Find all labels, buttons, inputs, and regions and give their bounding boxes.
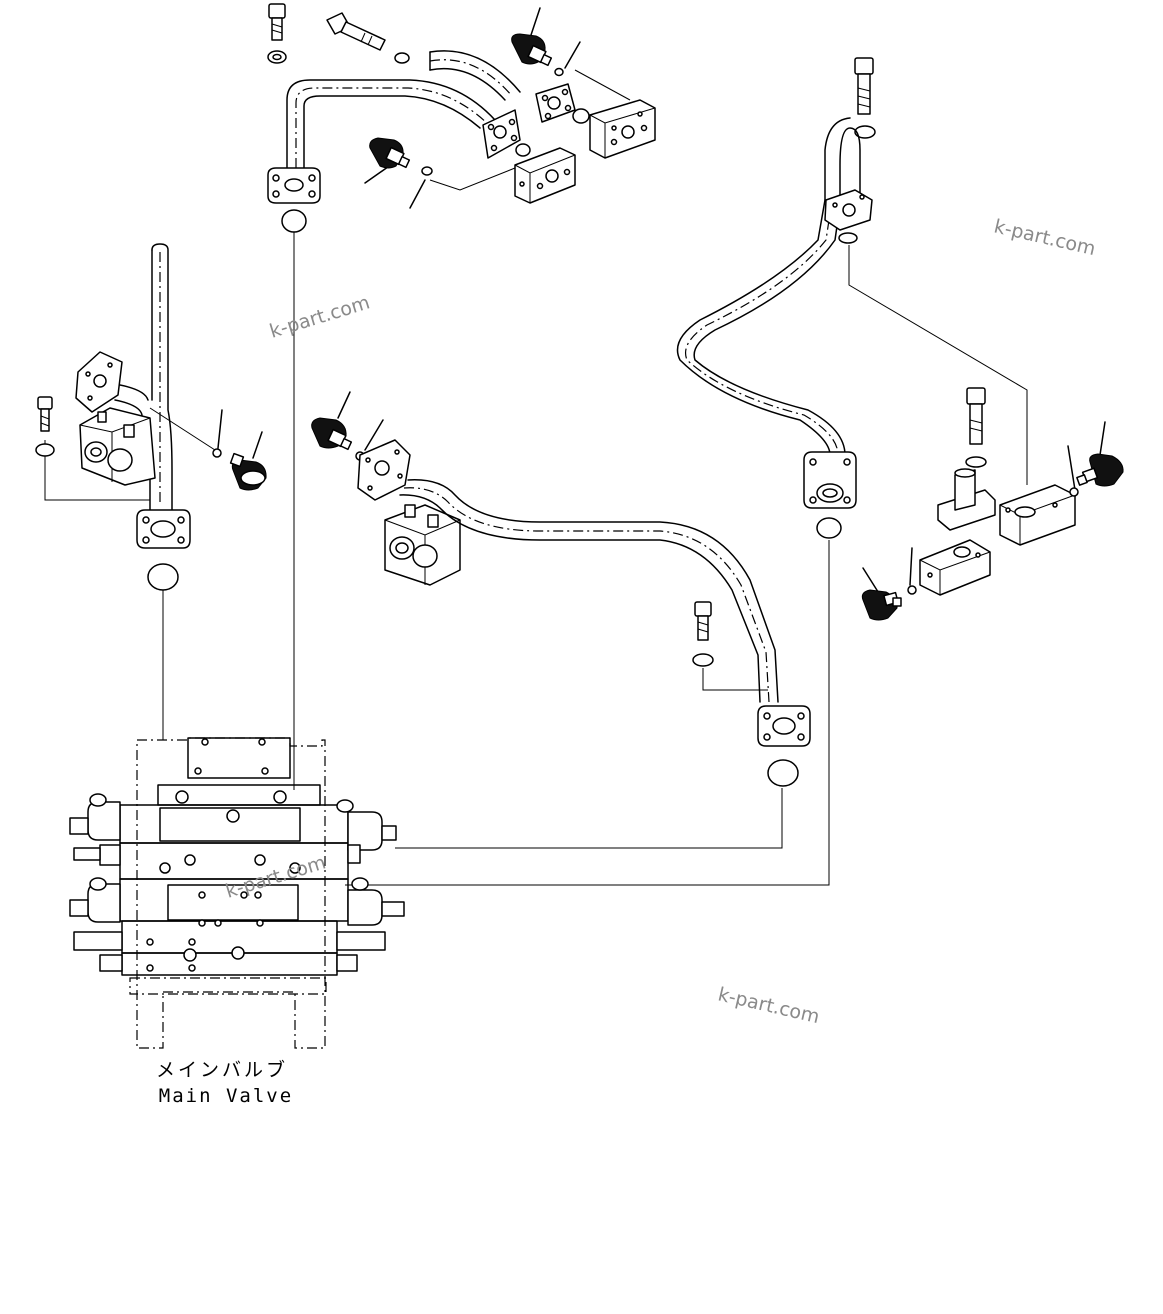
right-bolt-top: [854, 57, 876, 139]
center-long-pipe: [399, 479, 779, 703]
right-bolt-middle: [965, 387, 987, 468]
main-valve-label-jp: メインバルブ: [156, 1058, 288, 1081]
center-valve-body: [384, 504, 461, 586]
right-manifold-block: [919, 539, 991, 596]
top-valve-block-right: [589, 99, 656, 159]
top-valve-block-left: [514, 147, 576, 204]
pressure-sensor-right-bottom: [861, 585, 917, 621]
connection-lines: [44, 7, 1106, 886]
right-riser-block: [937, 468, 996, 531]
watermark: k-part.com: [992, 215, 1098, 260]
main-valve: [69, 737, 405, 1049]
left-flange-elbow: [75, 351, 149, 416]
center-flange-bottom: [757, 705, 811, 787]
right-long-pipe: [676, 117, 861, 456]
right-flange-bottom: [803, 451, 857, 539]
top-bolt-vertical: [267, 3, 287, 64]
top-split-flanges: [482, 83, 590, 159]
center-pressure-sensor: [311, 417, 365, 461]
main-valve-label-en: Main Valve: [159, 1085, 293, 1107]
watermark: k-part.com: [716, 983, 822, 1028]
top-pipe: [286, 50, 521, 171]
center-bolt: [692, 601, 714, 667]
left-flange-bottom: [136, 509, 191, 591]
right-flange-top: [824, 189, 873, 244]
right-splitter-block: [999, 484, 1076, 546]
pressure-sensor-left: [212, 448, 267, 491]
pressure-sensor-top-left: [369, 137, 433, 176]
pressure-sensor-top-right: [511, 33, 564, 77]
left-vertical-pipe: [149, 243, 173, 511]
pressure-sensor-right-top: [1069, 453, 1124, 497]
top-bolt-angled: [326, 12, 410, 64]
left-bolt: [35, 396, 55, 457]
left-valve-body: [79, 407, 156, 486]
top-flange-left: [267, 167, 321, 233]
watermark: k-part.com: [267, 291, 372, 342]
center-flange: [357, 439, 411, 501]
